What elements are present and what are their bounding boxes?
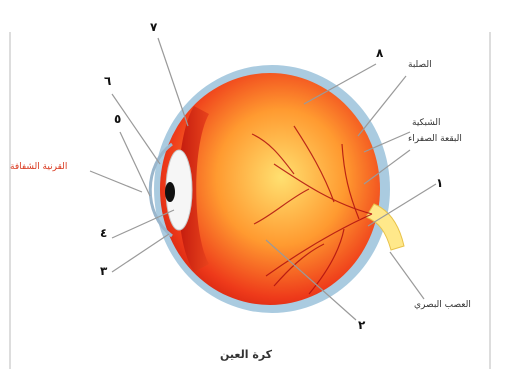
label-4: ٤	[100, 226, 107, 240]
line-sclera	[358, 76, 406, 136]
label-3: ٣	[100, 264, 107, 278]
line-3	[112, 234, 169, 272]
label-optic-nerve: العصب البصري	[414, 300, 471, 310]
line-5	[120, 132, 150, 196]
line-6	[112, 94, 160, 164]
pupil	[165, 182, 175, 202]
eye-diagram: ٧ ٨ ٦ ٥ ٤ ٣ ١ ٢ الصلبة الشبكية البقعة ال…	[4, 14, 498, 369]
line-cornea	[90, 171, 142, 192]
label-yellow-spot: البقعة الصفراء	[408, 134, 462, 144]
label-1: ١	[436, 176, 443, 190]
label-2: ٢	[358, 318, 365, 332]
label-5: ٥	[114, 112, 121, 126]
label-retina: الشبكية	[412, 118, 441, 128]
diagram-caption: كرة العين	[220, 348, 272, 361]
label-8: ٨	[376, 46, 383, 60]
label-sclera: الصلبة	[408, 60, 432, 70]
label-cornea: القرنية الشفافة	[10, 162, 67, 172]
line-optic-nerve	[390, 252, 424, 299]
label-6: ٦	[104, 74, 111, 88]
line-7	[158, 38, 188, 126]
label-7: ٧	[150, 20, 157, 34]
